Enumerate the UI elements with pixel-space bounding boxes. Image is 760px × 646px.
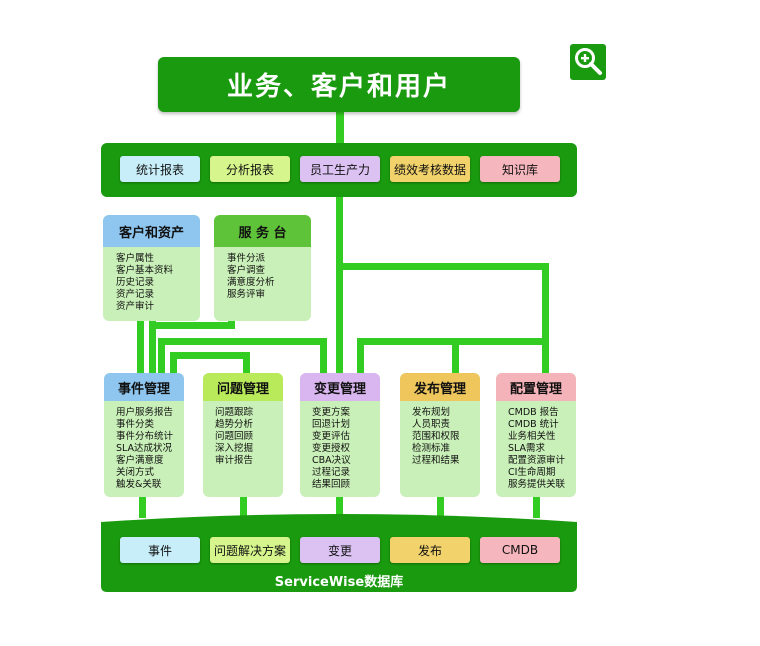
module-item: CMDB 统计 <box>508 419 559 430</box>
report-item[interactable]: 绩效考核数据 <box>390 156 470 182</box>
connector-assets-vertical-2 <box>149 320 156 374</box>
module-item: 事件分类 <box>116 419 155 430</box>
customer-assets-panel: 客户和资产 客户属性客户基本资料历史记录资产记录资产审计 <box>103 215 200 321</box>
module-title[interactable]: 问题管理 <box>203 373 283 401</box>
database-item[interactable]: 问题解决方案 <box>210 537 290 563</box>
connector-horizontal-mid <box>357 338 543 345</box>
module-items: 问题跟踪趋势分析问题回顾深入挖掘审计报告 <box>203 401 283 469</box>
database-item[interactable]: 发布 <box>390 537 470 563</box>
service-desk-title: 服 务 台 <box>214 215 311 247</box>
module-title[interactable]: 发布管理 <box>400 373 480 401</box>
module-item: 服务提供关联 <box>508 479 566 490</box>
module-item: 发布规划 <box>412 407 451 418</box>
module-item: 趋势分析 <box>215 419 254 430</box>
list-item: 服务评审 <box>227 289 266 300</box>
list-item: 满意度分析 <box>227 277 275 288</box>
module-item: 问题跟踪 <box>215 407 254 418</box>
module-item: SLA需求 <box>508 443 546 454</box>
module-item: 范围和权限 <box>412 431 460 442</box>
module-item: 触发&关联 <box>116 479 162 490</box>
report-item[interactable]: 知识库 <box>480 156 560 182</box>
connector-horizontal-lower <box>158 338 326 345</box>
module-panel: 问题管理问题跟踪趋势分析问题回顾深入挖掘审计报告 <box>203 373 283 497</box>
module-item: 变更方案 <box>312 407 351 418</box>
module-item: 检测标准 <box>412 443 451 454</box>
list-item: 客户调查 <box>227 265 266 276</box>
customer-assets-list: 客户属性客户基本资料历史记录资产记录资产审计 <box>103 247 200 317</box>
connector-lower-left-vertical <box>158 338 165 374</box>
module-item: 过程记录 <box>312 467 351 478</box>
list-item: 客户属性 <box>116 253 155 264</box>
connector-desk-vertical <box>228 318 235 329</box>
module-item: CI生命周期 <box>508 467 556 478</box>
list-item: 资产审计 <box>116 301 155 312</box>
connector-desk-to-incident <box>149 322 234 329</box>
module-title[interactable]: 配置管理 <box>496 373 576 401</box>
module-item: 变更授权 <box>312 443 351 454</box>
module-item: 变更评估 <box>312 431 351 442</box>
connector-title-to-reports <box>336 110 344 146</box>
module-item: 审计报告 <box>215 455 254 466</box>
module-title[interactable]: 变更管理 <box>300 373 380 401</box>
zoom-in-button[interactable] <box>570 44 606 80</box>
service-desk-list: 事件分派客户调查满意度分析服务评审 <box>214 247 311 305</box>
module-item: 回退计划 <box>312 419 351 430</box>
module-item: 深入挖掘 <box>215 443 254 454</box>
module-item: 用户服务报告 <box>116 407 174 418</box>
database-label: ServiceWise数据库 <box>274 575 404 590</box>
module-item: 结果回顾 <box>312 479 351 490</box>
connector-config-vertical <box>542 263 549 374</box>
list-item: 资产记录 <box>116 289 155 300</box>
database-item[interactable]: 事件 <box>120 537 200 563</box>
connector-mid-left-vertical <box>357 338 364 374</box>
module-item: 业务相关性 <box>508 431 556 442</box>
connector-change-left-vertical <box>320 338 327 374</box>
module-panel: 发布管理发布规划人员职责范围和权限检测标准过程和结果 <box>400 373 480 497</box>
connector-db-5 <box>533 496 540 518</box>
module-item: 事件分布统计 <box>116 431 174 442</box>
report-item[interactable]: 分析报表 <box>210 156 290 182</box>
customer-assets-title: 客户和资产 <box>103 215 200 247</box>
module-item: 过程和结果 <box>412 455 460 466</box>
module-items: 发布规划人员职责范围和权限检测标准过程和结果 <box>400 401 480 469</box>
connector-db-4 <box>437 496 444 518</box>
connector-problem-vertical <box>243 352 250 374</box>
module-item: CMDB 报告 <box>508 407 559 418</box>
database-item[interactable]: 变更 <box>300 537 380 563</box>
service-desk-panel: 服 务 台 事件分派客户调查满意度分析服务评审 <box>214 215 311 321</box>
module-item: 人员职责 <box>412 419 451 430</box>
list-item: 历史记录 <box>116 277 155 288</box>
connector-release-vertical <box>452 338 459 374</box>
module-title[interactable]: 事件管理 <box>104 373 184 401</box>
module-item: 客户满意度 <box>116 455 164 466</box>
connector-low2-left <box>170 352 177 374</box>
module-item: CBA决议 <box>312 455 351 466</box>
module-item: 配置资源审计 <box>508 455 566 466</box>
database-item[interactable]: CMDB <box>480 537 560 563</box>
connector-assets-vertical-1 <box>137 320 144 374</box>
list-item: 事件分派 <box>227 253 266 264</box>
module-item: SLA达成状况 <box>116 443 173 454</box>
list-item: 客户基本资料 <box>116 265 174 276</box>
connector-horizontal-upper <box>339 263 549 270</box>
connector-db-3 <box>336 496 343 518</box>
zoom-in-icon <box>575 48 602 75</box>
connector-db-2 <box>240 496 247 518</box>
page-title: 业务、客户和用户 <box>158 57 520 112</box>
report-item[interactable]: 员工生产力 <box>300 156 380 182</box>
connector-horizontal-low2 <box>170 352 250 359</box>
connector-db-1 <box>139 496 146 518</box>
module-item: 关闭方式 <box>116 467 155 478</box>
module-item: 问题回顾 <box>215 431 254 442</box>
connector-reports-to-change <box>336 196 343 374</box>
report-item[interactable]: 统计报表 <box>120 156 200 182</box>
